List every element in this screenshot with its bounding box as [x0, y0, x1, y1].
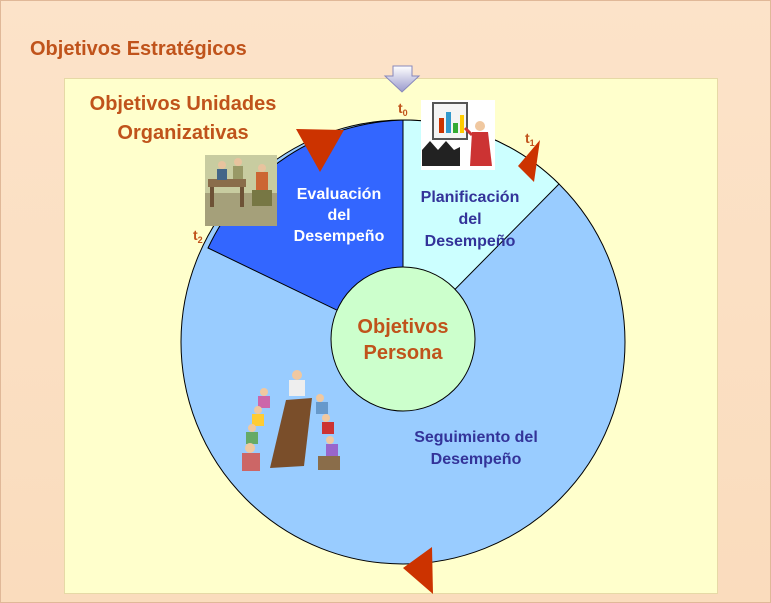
- marker-t2: t2: [193, 227, 203, 245]
- svg-text:Desempeño: Desempeño: [431, 451, 522, 468]
- svg-text:Planificación: Planificación: [421, 189, 520, 206]
- svg-text:Persona: Persona: [364, 342, 444, 364]
- unit-objectives-line-1: Objetivos Unidades: [89, 93, 277, 115]
- svg-text:Seguimiento del: Seguimiento del: [414, 429, 538, 446]
- strategic-objectives-title: Objetivos Estratégicos: [30, 38, 247, 60]
- presenter-clipart-icon: [421, 100, 495, 170]
- evaluacion-label: Evaluación del Desempeño: [294, 186, 385, 245]
- center-circle: [330, 266, 476, 412]
- arrow-seguimiento-icon: [403, 547, 433, 594]
- svg-text:del: del: [458, 211, 481, 228]
- svg-text:Desempeño: Desempeño: [425, 233, 516, 250]
- marker-t0: t0: [398, 100, 408, 118]
- planificacion-label: Planificación del Desempeño: [421, 189, 520, 250]
- marker-t1: t1: [525, 130, 535, 148]
- unit-objectives-label: Objetivos Unidades Organizativas: [68, 90, 298, 148]
- svg-text:Evaluación: Evaluación: [297, 186, 381, 203]
- arrow-planificacion-icon: [518, 140, 540, 182]
- conference-table-clipart-icon: [242, 370, 340, 471]
- unit-objectives-line-2: Organizativas: [117, 122, 249, 144]
- svg-text:del: del: [327, 207, 350, 224]
- svg-text:Objetivos: Objetivos: [357, 316, 448, 338]
- seguimiento-label: Seguimiento del Desempeño: [414, 429, 538, 468]
- svg-text:Desempeño: Desempeño: [294, 228, 385, 245]
- arrow-evaluacion-icon: [296, 129, 344, 172]
- center-label: Objetivos Persona: [357, 316, 448, 364]
- start-down-arrow-icon: [383, 65, 421, 93]
- office-meeting-clipart-icon: [205, 155, 277, 226]
